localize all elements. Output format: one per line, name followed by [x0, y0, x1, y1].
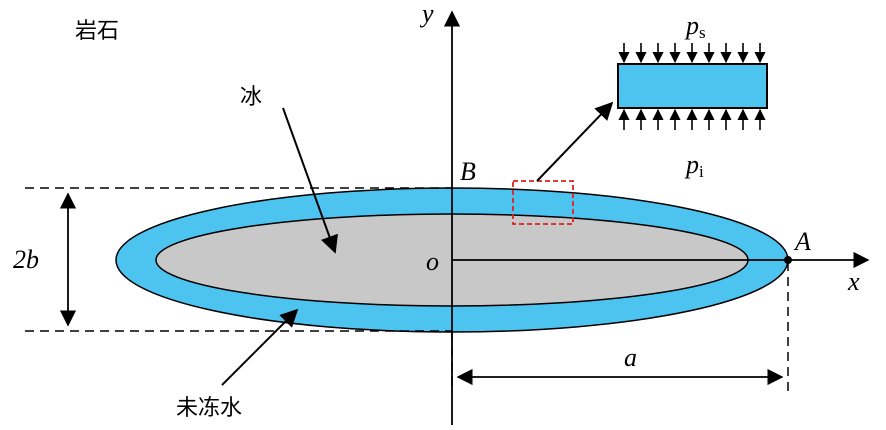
rock-label: 岩石 — [75, 19, 119, 44]
zoom-arrow — [536, 101, 614, 182]
enlarged-element — [617, 63, 768, 109]
x-axis-label: x — [847, 267, 860, 296]
dim-a-label: a — [624, 343, 637, 372]
water-leader-arrow — [221, 308, 299, 386]
ice-leader-arrow — [282, 107, 338, 254]
origin-label: o — [426, 247, 439, 276]
pi-symbol: p — [684, 150, 699, 179]
ps-subscript: s — [699, 23, 706, 42]
pi-subscript: i — [699, 162, 704, 181]
dim-2b-label: 2b — [13, 245, 39, 274]
y-axis-label: y — [419, 0, 434, 28]
point-a-label: A — [793, 227, 811, 256]
ps-symbol: p — [684, 11, 699, 40]
point-b-label: B — [460, 157, 476, 186]
bottom-pressure-arrows — [618, 108, 766, 130]
unfrozen-water-label: 未冻水 — [176, 396, 242, 421]
ps-label: ps — [684, 11, 706, 42]
top-pressure-arrows — [618, 43, 766, 64]
ice-label: 冰 — [240, 85, 262, 110]
highlight-box — [512, 180, 574, 225]
pi-label: pi — [684, 150, 704, 181]
point-a-marker — [784, 256, 792, 264]
